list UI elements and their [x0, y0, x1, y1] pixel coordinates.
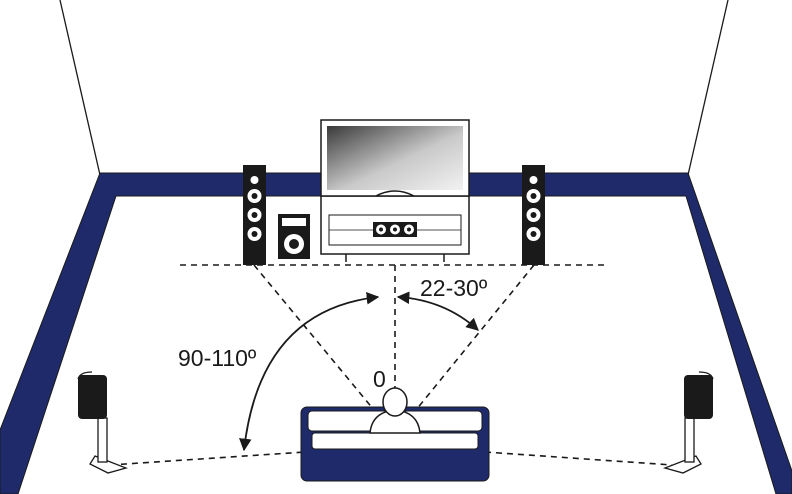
center-angle-label: 0 [373, 366, 386, 392]
surround-left-speaker-icon [77, 371, 129, 474]
front-left-speaker-icon [243, 165, 266, 265]
surround-angle-label: 90-110º [178, 345, 257, 371]
wall-band [0, 172, 792, 494]
front-right-speaker-icon [522, 165, 545, 265]
center-speaker-icon [373, 222, 417, 237]
sofa-icon [300, 406, 490, 482]
surround-angle-arc [239, 291, 380, 452]
surround-right-speaker-icon [662, 371, 714, 474]
front-angle-label: 22-30º [420, 275, 488, 301]
person-icon [369, 387, 421, 434]
front-angle-arc [396, 291, 479, 331]
television-icon [320, 119, 470, 197]
subwoofer-icon [278, 214, 310, 259]
